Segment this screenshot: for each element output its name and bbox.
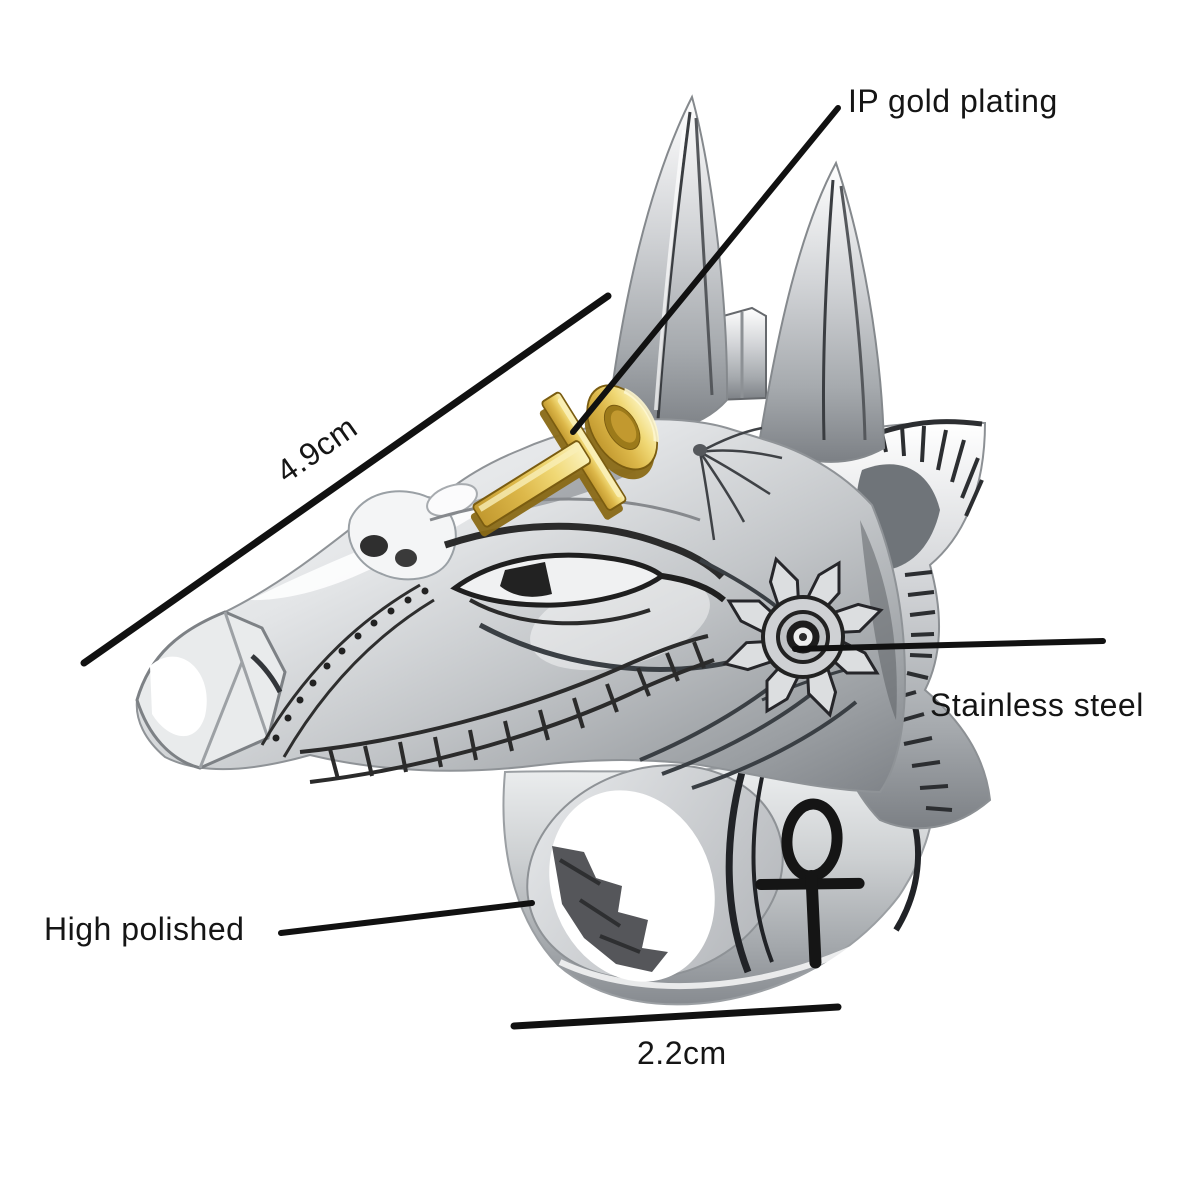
measure-line-length — [80, 292, 612, 667]
nose — [135, 610, 287, 770]
lower-lid-line — [469, 598, 651, 626]
label-stainless-steel: Stainless steel — [930, 687, 1144, 723]
measure-line-width — [510, 1003, 842, 1030]
callout-line-steel — [792, 638, 1106, 652]
callout-line-gold-plating — [570, 105, 841, 435]
strap-knot — [693, 444, 707, 456]
right-ear — [758, 160, 886, 463]
label-gold-plating: IP gold plating — [848, 83, 1058, 119]
fan-hatching-middle — [904, 570, 936, 680]
strap-wires — [698, 426, 783, 541]
ring-band — [502, 759, 937, 1006]
ankh-engraving-icon — [755, 798, 865, 969]
jackal-head — [135, 418, 907, 794]
ladder-band — [299, 634, 715, 784]
annotation-lines — [80, 105, 1106, 1030]
gold-ankh-icon — [470, 384, 659, 537]
inner-band-rough-patch — [552, 846, 668, 972]
dotted-arc-band — [260, 583, 435, 758]
callout-line-polish — [278, 900, 535, 936]
temple-shadow — [860, 520, 897, 720]
pupil — [500, 562, 552, 597]
label-width-dimension: 2.2cm — [637, 1035, 727, 1071]
lotus-rosette-icon — [722, 556, 884, 718]
brow-line-upper — [429, 497, 701, 522]
rough-texture-lines — [558, 858, 641, 954]
eyeliner-extension — [661, 573, 726, 603]
skull-relief — [347, 483, 478, 581]
left-ear — [605, 94, 729, 434]
label-high-polished: High polished — [44, 911, 245, 947]
eye — [450, 552, 726, 626]
